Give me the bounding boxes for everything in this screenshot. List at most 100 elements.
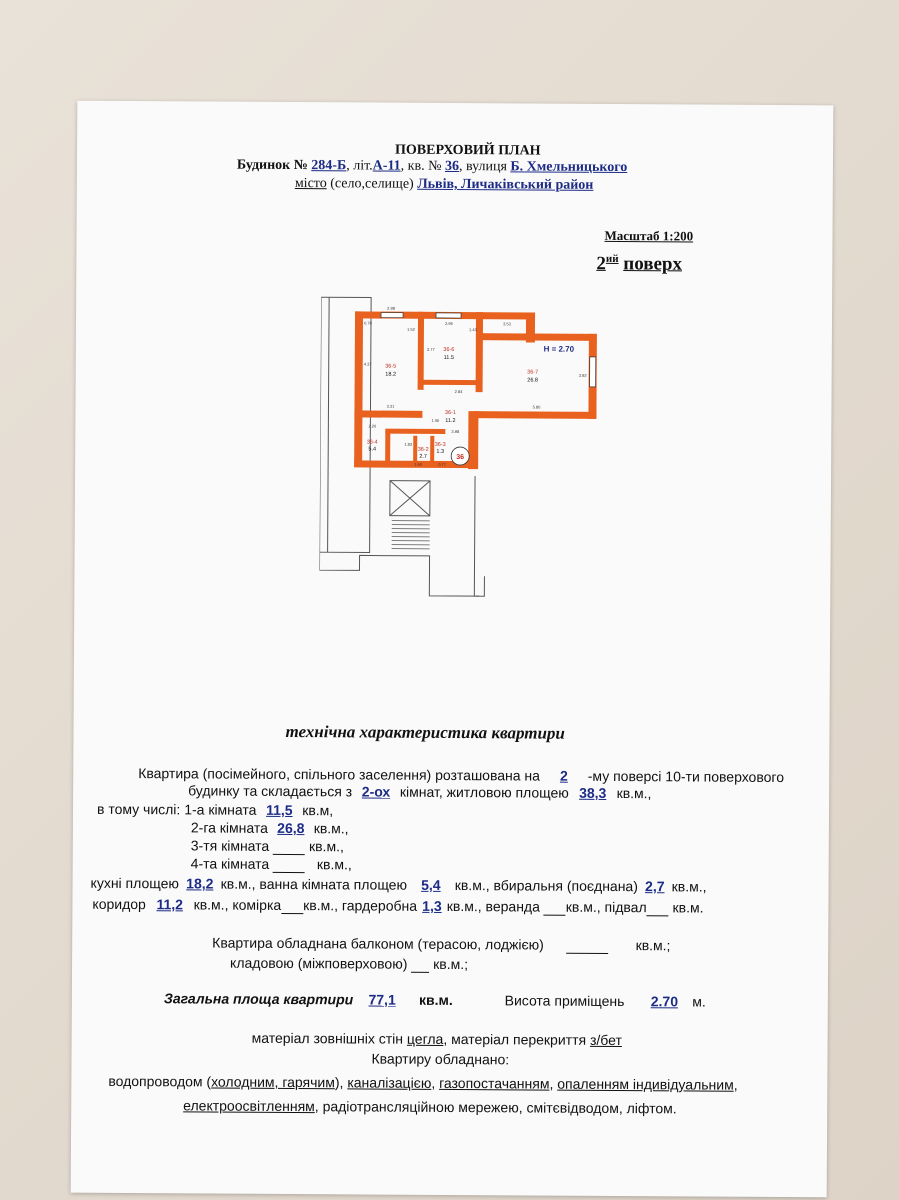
wall-wet-top xyxy=(385,428,446,434)
equipment-line-2: електроосвітленням, радіотрансляційною м… xyxy=(183,1097,677,1117)
balcony-blank xyxy=(565,936,608,954)
dim-18: 1.83 xyxy=(404,442,413,447)
basement-blank xyxy=(646,899,669,917)
storage-blank xyxy=(281,896,304,915)
room-code-7: 36-3 xyxy=(435,442,446,448)
rooms-value: 2-ох xyxy=(361,783,391,800)
room-code-3: 36-7 xyxy=(527,369,538,375)
apartment-badge-circle xyxy=(450,446,470,466)
desc-line-6: 4-та кімната кв.м., xyxy=(190,855,352,874)
room-area-1: 18.2 xyxy=(385,372,396,378)
desc-line-10: кладовою (міжповерховою) кв.м.; xyxy=(230,954,469,973)
wc-value: 2,7 xyxy=(645,878,665,895)
room-code-4: 36-1 xyxy=(445,410,456,416)
room2-value: 26,8 xyxy=(277,819,305,837)
room1-value: 11,5 xyxy=(266,801,293,819)
room-area-3: 26.8 xyxy=(527,377,538,383)
page-title: ПОВЕРХОВИЙ ПЛАН xyxy=(395,142,541,159)
scale-label: Масштаб 1:200 xyxy=(604,227,694,244)
dim-14: 2.20 xyxy=(368,423,377,428)
wall-wc xyxy=(413,435,418,464)
wall-west xyxy=(354,311,364,467)
apartment-badge-label: 36 xyxy=(456,454,464,461)
address-line-2: місто (село,селище) Львів, Личаківський … xyxy=(294,176,594,193)
desc-line-4: 2-га кімната 26,8 кв.м., xyxy=(190,819,349,837)
lift-shaft xyxy=(389,480,431,517)
equipped-title: Квартиру обладнано: xyxy=(371,1050,510,1068)
dim-3: 2.95 xyxy=(445,321,454,326)
wall-mid-2 xyxy=(475,312,484,393)
wall-south xyxy=(354,460,477,469)
room-code-5: 36-4 xyxy=(367,439,378,445)
room-area-7: 1.3 xyxy=(436,449,444,455)
dim-10: 3.31 xyxy=(387,404,396,409)
total-area-value: 77,1 xyxy=(368,991,396,1008)
ceiling-height-value: 2.70 xyxy=(650,993,679,1010)
dim-6: 1.43 xyxy=(469,327,478,332)
materials-line: матеріал зовнішніх стін цегла, матеріал … xyxy=(251,1029,622,1049)
floor-plan: 36-5 18.2 36-6 11.5 36-7 26.8 36-1 11.2 … xyxy=(319,296,597,597)
desc-line-5: 3-тя кімната кв.м., xyxy=(190,837,344,856)
wall-corridor-top xyxy=(420,379,481,386)
outline-stair xyxy=(473,476,485,597)
wall-closet xyxy=(430,435,435,464)
floor-value: 2 xyxy=(559,767,568,784)
room-area-5: 5.4 xyxy=(368,446,376,452)
pantry-blank xyxy=(411,955,430,973)
section-title: технічна характеристика квартири xyxy=(285,721,565,743)
lift-cross-2 xyxy=(389,480,431,516)
stairs xyxy=(391,520,430,550)
outline-inner xyxy=(327,297,330,553)
dim-2: 2.98 xyxy=(387,306,396,311)
total-line: Загальна площа квартири 77,1 кв.м. Висот… xyxy=(163,990,706,1010)
dim-17: 3.98 xyxy=(451,429,460,434)
wall-south-kitchen xyxy=(354,410,423,418)
desc-line-3: в тому числі: 1-а кімната 11,5 кв.м, xyxy=(96,800,334,819)
desc-line-7: кухні площею 18,2 кв.м., ванна кімната п… xyxy=(90,874,707,895)
dim-12: 2.84 xyxy=(455,389,464,394)
room3-blank xyxy=(273,837,306,856)
window-2 xyxy=(435,312,462,319)
room4-blank xyxy=(273,855,306,874)
wall-bath xyxy=(385,430,391,465)
address-line-1: Будинок № 284-Б, літ.А-11, кв. № 36, вул… xyxy=(236,157,628,176)
veranda-blank xyxy=(543,898,566,916)
outline-bottom xyxy=(319,552,480,597)
dim-8: 3.77 xyxy=(427,347,436,352)
bath-value: 5,4 xyxy=(421,876,441,893)
dim-7: 4.37 xyxy=(364,361,373,366)
wall-mid-1 xyxy=(417,311,425,390)
window-1 xyxy=(380,312,404,319)
wall-living-north xyxy=(475,333,596,341)
dim-9: 3.82 xyxy=(579,373,588,378)
document-sheet: ПОВЕРХОВИЙ ПЛАН Будинок № 284-Б, літ.А-1… xyxy=(70,100,834,1198)
desc-line-9: Квартира обладнана балконом (терасою, ло… xyxy=(212,934,671,954)
kitchen-value: 18,2 xyxy=(186,875,214,892)
desc-line-8: коридор 11,2 кв.м., комірка кв.м., гарде… xyxy=(92,895,704,917)
windows xyxy=(380,312,597,388)
room-code-2: 36-6 xyxy=(443,347,454,353)
building-outline xyxy=(319,296,485,597)
dim-5: 1.52 xyxy=(407,327,416,332)
outline-left xyxy=(319,296,372,553)
apartment-walls xyxy=(354,311,597,470)
dim-11: 5.80 xyxy=(533,404,542,409)
room-area-2: 11.5 xyxy=(444,355,454,361)
desc-line-2: будинку та складається з 2-ох кімнат, жи… xyxy=(188,782,652,802)
room-area-6: 2.7 xyxy=(419,454,427,460)
wall-living-south xyxy=(475,411,597,419)
corridor-value: 11,2 xyxy=(156,896,184,913)
dimension-labels: 0.70 2.98 2.95 3.53 1.52 1.43 4.37 3.77 … xyxy=(364,306,588,467)
room-area-4: 11.2 xyxy=(445,418,455,424)
living-area-value: 38,3 xyxy=(579,784,607,801)
dim-15: 1.60 xyxy=(414,462,423,467)
dim-4: 3.53 xyxy=(503,321,512,326)
room-code-6: 36-2 xyxy=(418,447,429,453)
window-3 xyxy=(589,356,597,388)
dim-16: 0.77 xyxy=(438,462,447,467)
plan-height-label: H = 2.70 xyxy=(544,345,575,354)
wall-corridor-east xyxy=(468,411,479,470)
room-code-1: 36-5 xyxy=(385,364,396,370)
dim-13: 1.06 xyxy=(431,418,440,423)
wardrobe-value: 1,3 xyxy=(422,897,442,914)
